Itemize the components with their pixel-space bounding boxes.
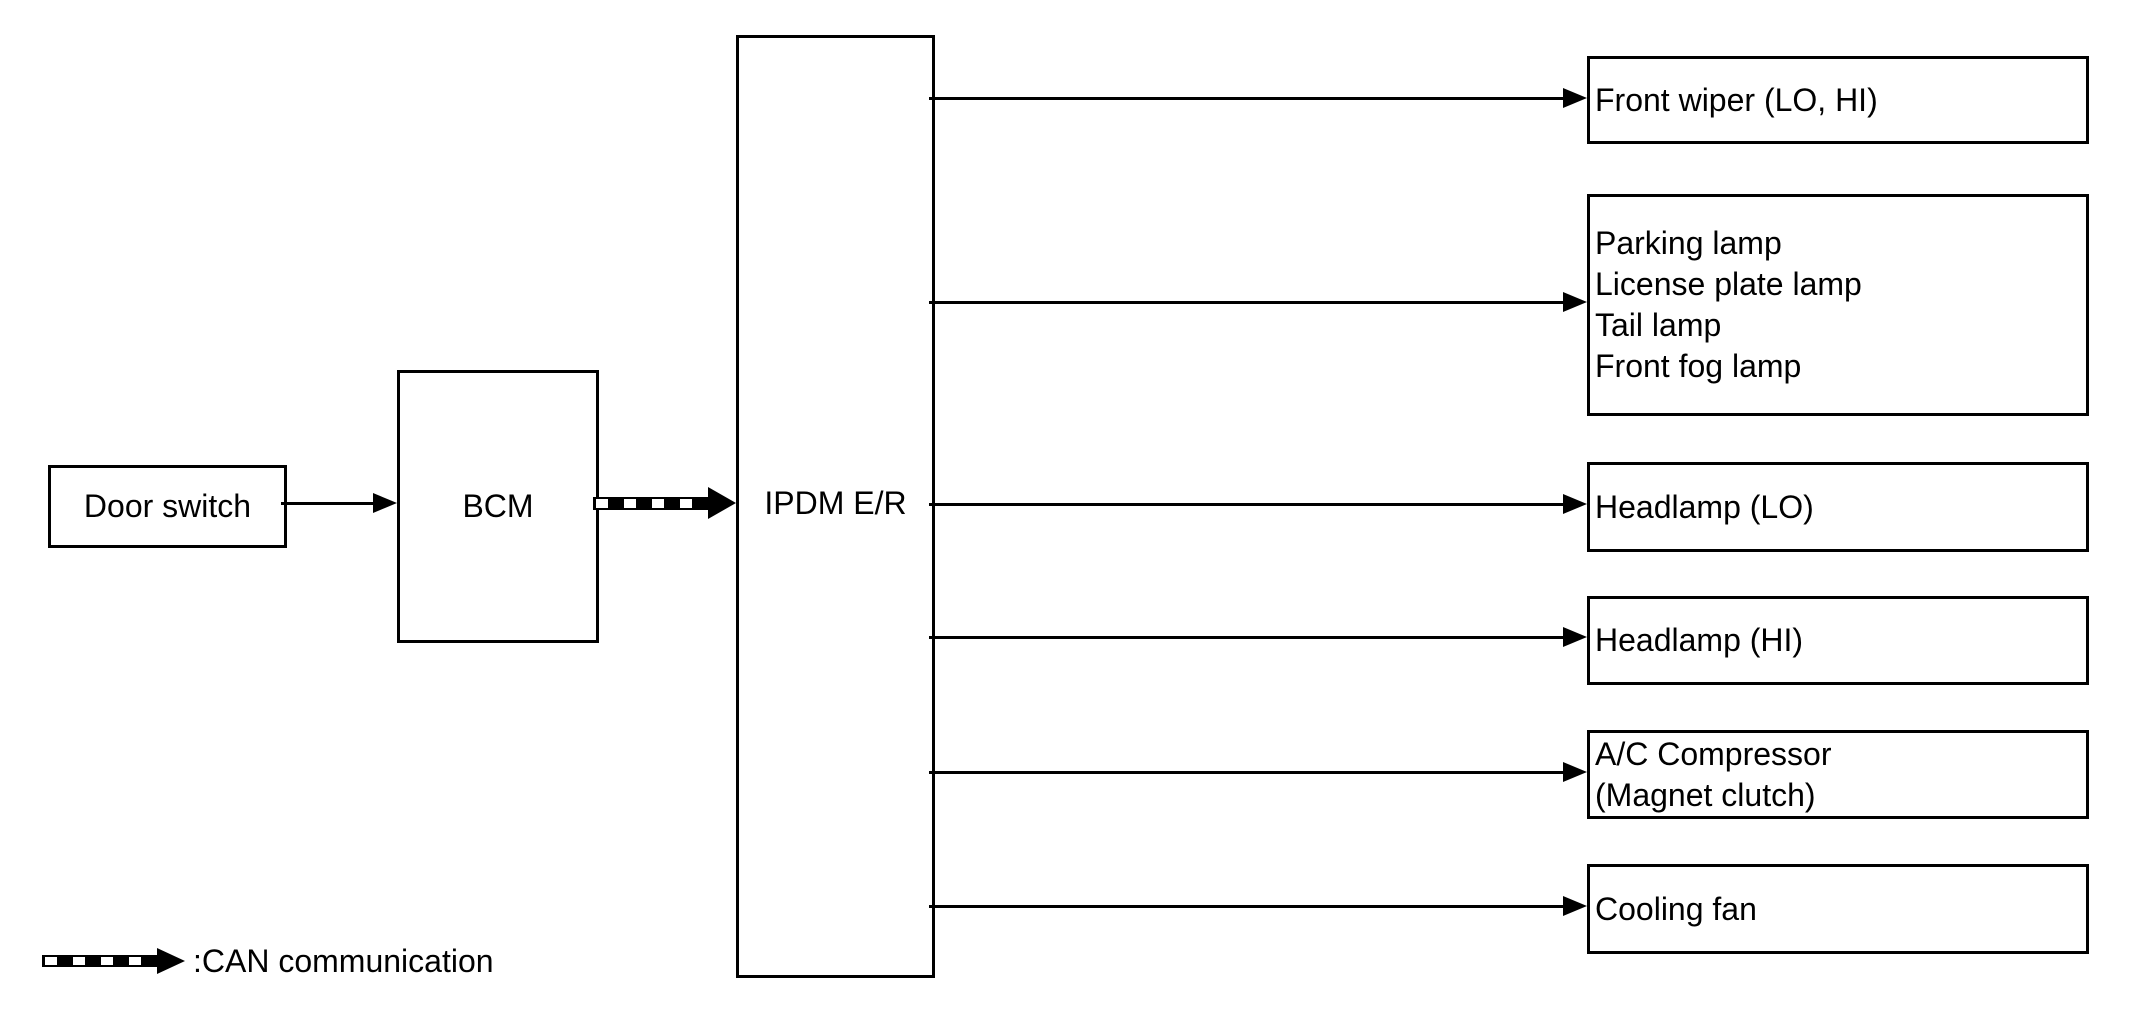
can-arrow-bar xyxy=(593,496,710,510)
output-box-ac-compressor: A/C Compressor (Magnet clutch) xyxy=(1587,730,2089,819)
output-ac-compressor-line: A/C Compressor xyxy=(1595,735,1832,772)
arrowhead-icon xyxy=(1563,88,1587,108)
output-box-cooling-fan: Cooling fan xyxy=(1587,864,2089,954)
output-lamps-line: Front fog lamp xyxy=(1595,348,1802,384)
output-box-lamps: Parking lamp License plate lamp Tail lam… xyxy=(1587,194,2089,416)
arrowhead-icon xyxy=(1563,292,1587,312)
can-arrow-stripes xyxy=(596,498,710,508)
output-lamps-line: Parking lamp xyxy=(1595,225,1782,261)
arrowhead-icon xyxy=(373,493,397,513)
arrow-shaft xyxy=(281,501,377,505)
node-ipdm-er-label: IPDM E/R xyxy=(764,485,907,521)
arrow-shaft xyxy=(929,96,1567,100)
legend-can-arrow-icon xyxy=(42,948,185,974)
arrow-door-switch-to-bcm xyxy=(281,493,397,513)
arrow-ipdm-to-headlamp-hi xyxy=(929,627,1587,647)
arrowhead-icon xyxy=(1563,896,1587,916)
output-box-front-wiper: Front wiper (LO, HI) xyxy=(1587,56,2089,144)
node-bcm-label: BCM xyxy=(462,488,534,524)
can-arrow-bcm-to-ipdm xyxy=(593,487,736,519)
output-headlamp-lo-label: Headlamp (LO) xyxy=(1595,488,1814,525)
output-cooling-fan-label: Cooling fan xyxy=(1595,890,1757,927)
output-lamps-line: License plate lamp xyxy=(1595,266,1862,302)
arrowhead-icon xyxy=(157,948,185,974)
arrow-ipdm-to-lamps xyxy=(929,292,1587,312)
can-arrow-stripes xyxy=(45,957,159,965)
arrowhead-icon xyxy=(708,487,736,519)
arrowhead-icon xyxy=(1563,627,1587,647)
node-door-switch: Door switch xyxy=(48,465,287,548)
arrow-shaft xyxy=(929,502,1567,506)
node-bcm: BCM xyxy=(397,370,599,643)
arrowhead-icon xyxy=(1563,762,1587,782)
output-box-headlamp-hi: Headlamp (HI) xyxy=(1587,596,2089,685)
arrow-ipdm-to-headlamp-lo xyxy=(929,494,1587,514)
output-ac-compressor-line: (Magnet clutch) xyxy=(1595,776,1816,813)
arrow-ipdm-to-cooling-fan xyxy=(929,896,1587,916)
output-front-wiper-label: Front wiper (LO, HI) xyxy=(1595,81,1878,118)
arrow-shaft xyxy=(929,635,1567,639)
output-headlamp-hi-label: Headlamp (HI) xyxy=(1595,622,1804,658)
output-lamps-line: Tail lamp xyxy=(1595,307,1722,343)
can-arrow-bar xyxy=(42,955,159,967)
arrow-shaft xyxy=(929,770,1567,774)
arrow-shaft xyxy=(929,300,1567,304)
arrow-shaft xyxy=(929,904,1567,908)
arrowhead-icon xyxy=(1563,494,1587,514)
arrow-ipdm-to-front-wiper xyxy=(929,88,1587,108)
arrow-ipdm-to-ac-compressor xyxy=(929,762,1587,782)
output-box-headlamp-lo: Headlamp (LO) xyxy=(1587,462,2089,552)
legend-label: :CAN communication xyxy=(193,943,494,979)
node-door-switch-label: Door switch xyxy=(83,488,252,524)
node-ipdm-er: IPDM E/R xyxy=(736,35,935,978)
